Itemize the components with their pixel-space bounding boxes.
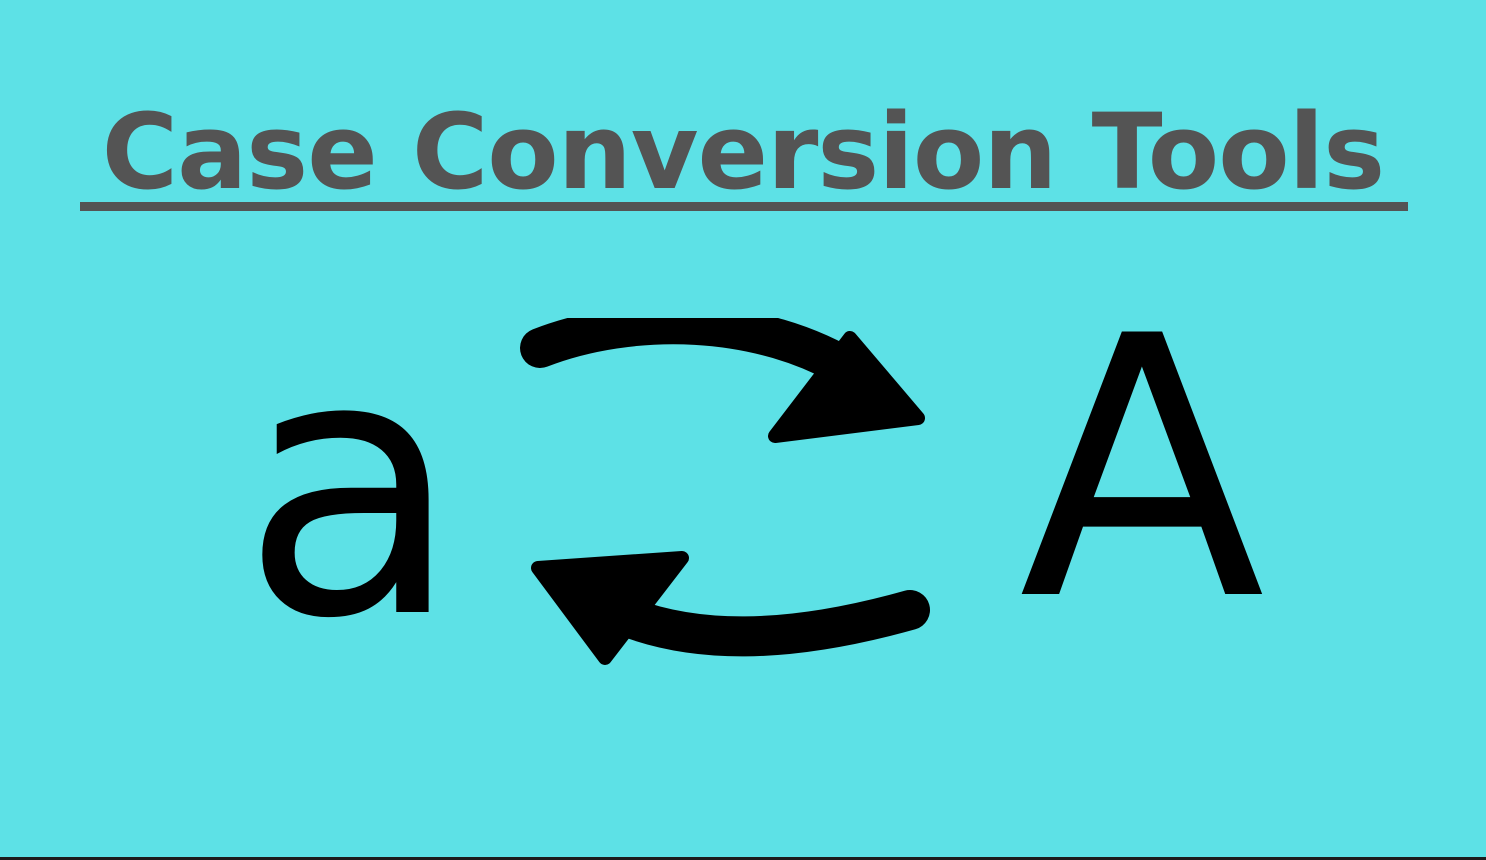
arrow-right-head-icon xyxy=(768,331,925,443)
arrow-right-icon xyxy=(520,318,875,393)
title-underline xyxy=(80,202,1408,211)
page-title: Case Conversion Tools xyxy=(101,91,1385,213)
bottom-border xyxy=(0,857,1486,860)
swap-arrows-icon xyxy=(520,318,930,665)
uppercase-letter: A xyxy=(1018,260,1266,679)
arrow-left-head-icon xyxy=(531,551,689,665)
lowercase-letter: a xyxy=(240,278,462,697)
